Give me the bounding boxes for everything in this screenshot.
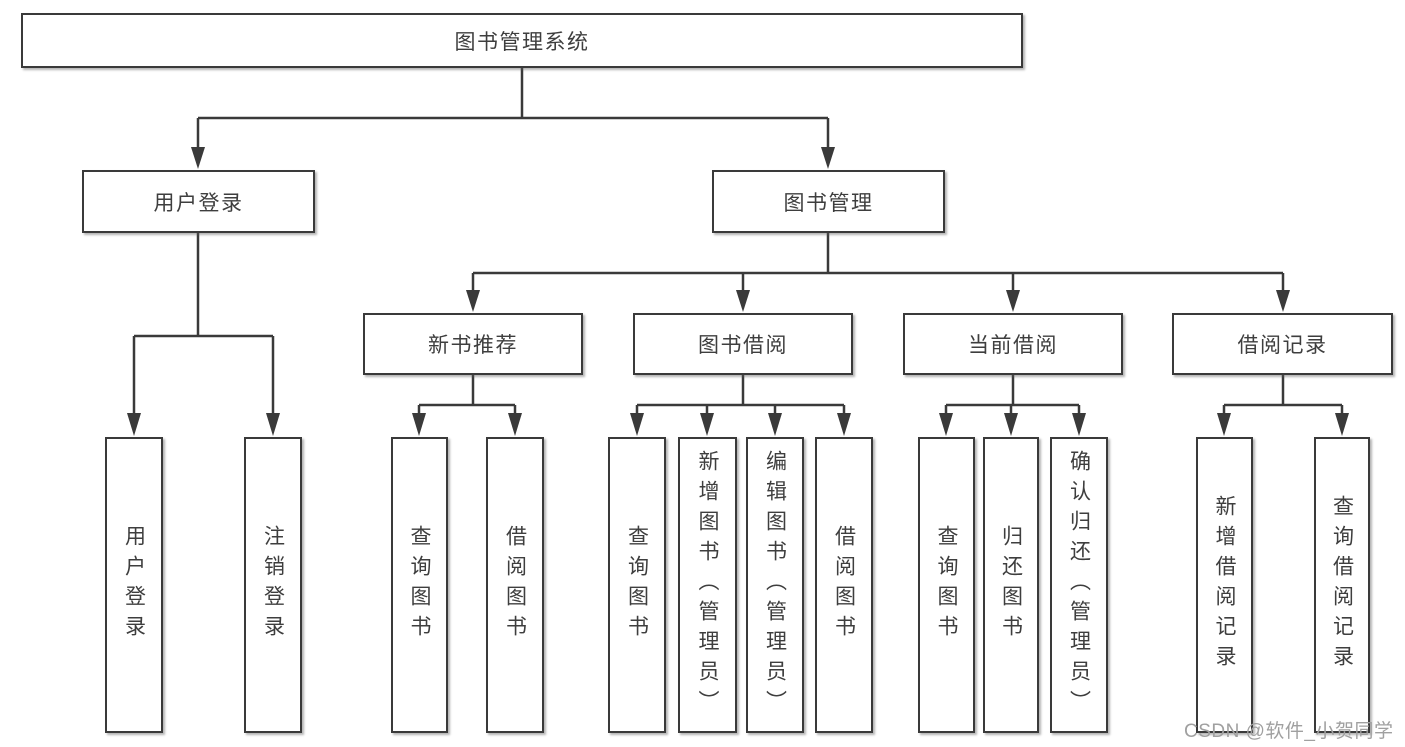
arrowheads-borrowing-leaves xyxy=(630,413,851,436)
arrowheads-level2 xyxy=(191,147,835,169)
leaf-add-book-admin: 新增图书（管理员） xyxy=(678,437,737,733)
connector-root-to-level2 xyxy=(196,68,830,150)
leaf-logout-label: 注销登录 xyxy=(261,525,285,645)
leaf-add-borrow-record: 新增借阅记录 xyxy=(1196,437,1253,733)
leaf-logout: 注销登录 xyxy=(244,437,302,733)
node-book-borrowing: 图书借阅 xyxy=(633,313,853,375)
connector-borrowing-to-leaves xyxy=(635,375,846,416)
node-root: 图书管理系统 xyxy=(21,13,1023,68)
leaf-query-books-3-label: 查询图书 xyxy=(935,525,958,645)
arrowheads-newbooks-leaves xyxy=(412,413,522,436)
leaf-add-book-admin-label: 新增图书（管理员） xyxy=(696,450,719,720)
arrowheads-userlogin-leaves xyxy=(127,413,280,436)
leaf-query-borrow-record: 查询借阅记录 xyxy=(1314,437,1370,733)
connector-userlogin-to-leaves xyxy=(132,233,275,416)
leaf-return-books-label: 归还图书 xyxy=(999,525,1023,645)
leaf-user-login-label: 用户登录 xyxy=(122,525,146,645)
leaf-add-borrow-record-label: 新增借阅记录 xyxy=(1213,495,1236,675)
leaf-query-books-1-label: 查询图书 xyxy=(408,525,431,645)
leaf-query-books-2: 查询图书 xyxy=(608,437,666,733)
connector-records-to-leaves xyxy=(1222,375,1344,416)
leaf-query-books-3: 查询图书 xyxy=(918,437,975,733)
connector-newbooks-to-leaves xyxy=(417,375,517,416)
watermark: CSDN @软件_小贺同学 xyxy=(1184,721,1394,742)
leaf-borrow-books-2-label: 借阅图书 xyxy=(832,525,856,645)
node-user-login-label: 用户登录 xyxy=(153,191,244,215)
node-new-book-recommend: 新书推荐 xyxy=(363,313,583,375)
leaf-borrow-books-1-label: 借阅图书 xyxy=(503,525,527,645)
arrowheads-level3 xyxy=(466,290,1290,312)
leaf-user-login: 用户登录 xyxy=(105,437,163,733)
leaf-edit-book-admin-label: 编辑图书（管理员） xyxy=(763,450,787,720)
node-current-borrowing-label: 当前借阅 xyxy=(968,334,1058,357)
node-book-management: 图书管理 xyxy=(712,170,945,233)
leaf-edit-book-admin: 编辑图书（管理员） xyxy=(746,437,804,733)
arrowheads-current-leaves xyxy=(939,413,1086,436)
connector-current-to-leaves xyxy=(944,375,1081,416)
leaf-borrow-books-2: 借阅图书 xyxy=(815,437,873,733)
leaf-confirm-return-admin: 确认归还（管理员） xyxy=(1050,437,1108,733)
leaf-query-books-1: 查询图书 xyxy=(391,437,448,733)
node-book-management-label: 图书管理 xyxy=(783,191,874,215)
node-book-borrowing-label: 图书借阅 xyxy=(698,334,788,357)
node-user-login: 用户登录 xyxy=(82,170,315,233)
node-borrowing-records-label: 借阅记录 xyxy=(1237,334,1328,357)
leaf-query-borrow-record-label: 查询借阅记录 xyxy=(1330,495,1354,675)
arrowheads-records-leaves xyxy=(1217,413,1349,436)
node-new-book-recommend-label: 新书推荐 xyxy=(428,334,518,357)
node-current-borrowing: 当前借阅 xyxy=(903,313,1123,375)
leaf-confirm-return-admin-label: 确认归还（管理员） xyxy=(1067,450,1091,720)
leaf-query-books-2-label: 查询图书 xyxy=(625,525,649,645)
node-borrowing-records: 借阅记录 xyxy=(1172,313,1393,375)
leaf-borrow-books-1: 借阅图书 xyxy=(486,437,544,733)
connector-bookmgmt-to-level3 xyxy=(471,233,1285,293)
leaf-return-books: 归还图书 xyxy=(983,437,1039,733)
node-root-label: 图书管理系统 xyxy=(454,30,590,54)
